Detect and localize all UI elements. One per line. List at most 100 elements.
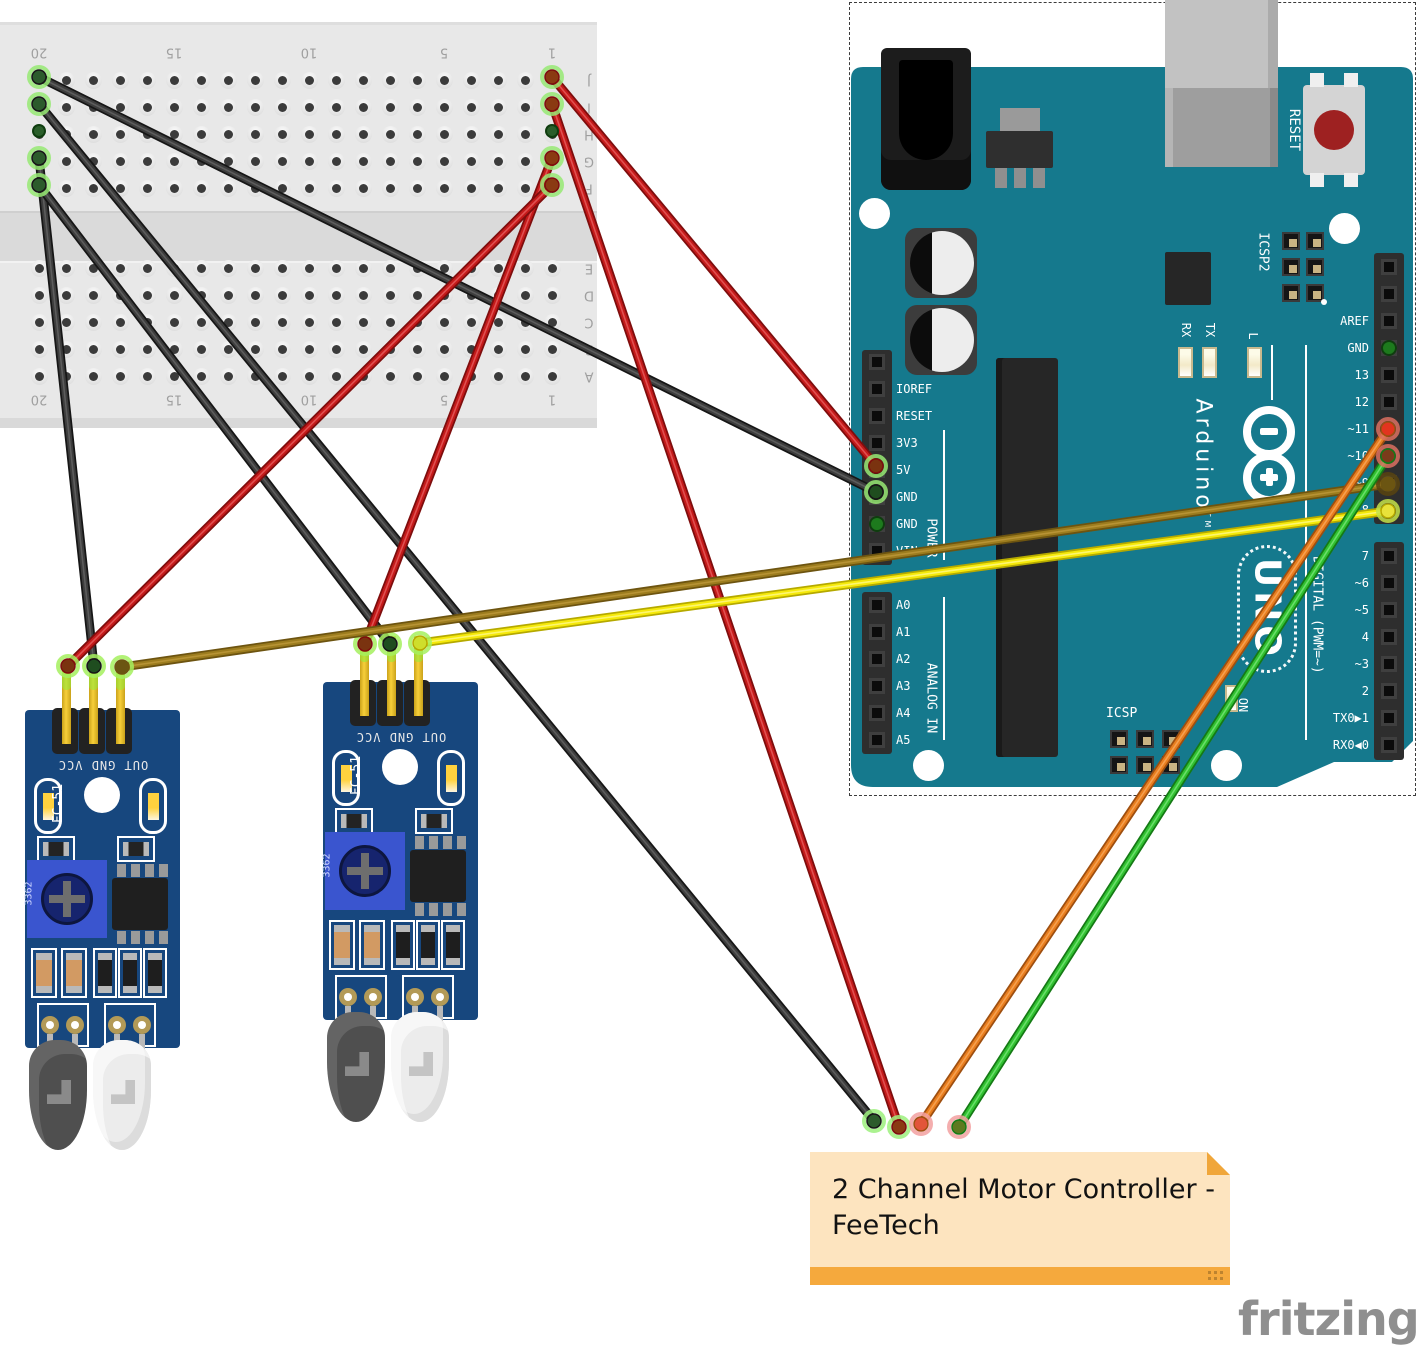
breadboard-hole[interactable] bbox=[409, 368, 426, 385]
sensor-pad[interactable] bbox=[41, 1016, 59, 1034]
breadboard-hole[interactable] bbox=[436, 314, 453, 331]
breadboard-hole[interactable] bbox=[382, 287, 399, 304]
wire-red-breadboard-to-arduino-5v[interactable] bbox=[540, 65, 888, 478]
breadboard-hole[interactable] bbox=[328, 153, 345, 170]
icsp2-pin[interactable] bbox=[1306, 232, 1324, 250]
sensor-pad[interactable] bbox=[66, 1016, 84, 1034]
sticky-note[interactable]: 2 Channel Motor Controller - FeeTech bbox=[810, 1152, 1230, 1285]
breadboard-hole[interactable] bbox=[301, 99, 318, 116]
pin-socket[interactable] bbox=[869, 705, 885, 721]
pin-socket[interactable] bbox=[869, 408, 885, 424]
breadboard-hole[interactable] bbox=[85, 368, 102, 385]
pin-socket[interactable] bbox=[1381, 394, 1397, 410]
breadboard-hole[interactable] bbox=[247, 72, 264, 89]
pin-socket[interactable] bbox=[1381, 602, 1397, 618]
breadboard-hole[interactable] bbox=[274, 287, 291, 304]
breadboard-hole[interactable] bbox=[58, 180, 75, 197]
breadboard-hole[interactable] bbox=[112, 72, 129, 89]
pin-socket[interactable] bbox=[869, 624, 885, 640]
breadboard-hole[interactable] bbox=[274, 368, 291, 385]
breadboard-hole[interactable] bbox=[409, 180, 426, 197]
pin-socket[interactable] bbox=[1381, 548, 1397, 564]
breadboard-hole[interactable] bbox=[301, 153, 318, 170]
breadboard-hole[interactable] bbox=[517, 153, 534, 170]
pin-socket[interactable] bbox=[1381, 710, 1397, 726]
sensor-pad[interactable] bbox=[133, 1016, 151, 1034]
breadboard-hole[interactable] bbox=[301, 341, 318, 358]
breadboard-hole[interactable] bbox=[193, 180, 210, 197]
breadboard-hole[interactable] bbox=[490, 126, 507, 143]
pin-socket[interactable] bbox=[869, 651, 885, 667]
wire-yellow-sensor2-out-to-pin8[interactable] bbox=[408, 499, 1400, 655]
breadboard-hole[interactable] bbox=[166, 153, 183, 170]
wire-red-breadboard-to-sensor1-vcc[interactable] bbox=[56, 173, 564, 678]
pin-socket[interactable] bbox=[1381, 575, 1397, 591]
icsp-pin[interactable] bbox=[1110, 756, 1128, 774]
wire-black-breadboard-to-motor[interactable] bbox=[27, 92, 886, 1133]
breadboard-hole[interactable] bbox=[409, 99, 426, 116]
breadboard-hole[interactable] bbox=[220, 180, 237, 197]
breadboard-hole[interactable] bbox=[247, 314, 264, 331]
breadboard-hole[interactable] bbox=[139, 341, 156, 358]
breadboard-hole[interactable] bbox=[85, 180, 102, 197]
breadboard-hole[interactable] bbox=[58, 314, 75, 331]
breadboard-hole[interactable] bbox=[139, 153, 156, 170]
breadboard-hole[interactable] bbox=[274, 72, 291, 89]
pin-socket[interactable] bbox=[869, 678, 885, 694]
breadboard-hole[interactable] bbox=[58, 153, 75, 170]
icsp-pin[interactable] bbox=[1136, 756, 1154, 774]
breadboard-hole[interactable] bbox=[463, 180, 480, 197]
breadboard-hole[interactable] bbox=[436, 341, 453, 358]
breadboard-hole[interactable] bbox=[301, 260, 318, 277]
breadboard-hole[interactable] bbox=[463, 314, 480, 331]
breadboard-hole[interactable] bbox=[301, 368, 318, 385]
breadboard-hole[interactable] bbox=[112, 153, 129, 170]
breadboard-hole[interactable] bbox=[544, 287, 561, 304]
wire-green-pin10-to-motor[interactable] bbox=[947, 444, 1400, 1139]
breadboard-hole[interactable] bbox=[58, 260, 75, 277]
sensor-pad[interactable] bbox=[108, 1016, 126, 1034]
breadboard-hole[interactable] bbox=[328, 260, 345, 277]
breadboard-hole[interactable] bbox=[220, 99, 237, 116]
breadboard-hole[interactable] bbox=[166, 314, 183, 331]
pin-socket[interactable] bbox=[1381, 683, 1397, 699]
breadboard-hole[interactable] bbox=[517, 99, 534, 116]
breadboard-hole[interactable] bbox=[544, 368, 561, 385]
breadboard-hole[interactable] bbox=[355, 126, 372, 143]
breadboard-hole[interactable] bbox=[193, 260, 210, 277]
breadboard-hole[interactable] bbox=[112, 126, 129, 143]
icsp-pin[interactable] bbox=[1110, 730, 1128, 748]
breadboard-hole[interactable] bbox=[328, 126, 345, 143]
wire-darkyellow-sensor1-out-to-pin9[interactable] bbox=[110, 472, 1400, 679]
breadboard-hole[interactable] bbox=[490, 368, 507, 385]
breadboard-hole[interactable] bbox=[463, 153, 480, 170]
icsp2-pin[interactable] bbox=[1282, 232, 1300, 250]
breadboard-hole[interactable] bbox=[382, 99, 399, 116]
breadboard-hole[interactable] bbox=[112, 260, 129, 277]
breadboard-hole[interactable] bbox=[247, 99, 264, 116]
pin-socket[interactable] bbox=[1381, 313, 1397, 329]
sensor-pad[interactable] bbox=[406, 988, 424, 1006]
reset-button-cap[interactable] bbox=[1314, 110, 1354, 150]
breadboard-hole[interactable] bbox=[112, 341, 129, 358]
breadboard-hole[interactable] bbox=[220, 368, 237, 385]
breadboard-hole[interactable] bbox=[436, 180, 453, 197]
breadboard-hole[interactable] bbox=[274, 314, 291, 331]
breadboard-hole[interactable] bbox=[436, 368, 453, 385]
breadboard-hole[interactable] bbox=[463, 126, 480, 143]
pin-socket[interactable] bbox=[869, 597, 885, 613]
breadboard-hole[interactable] bbox=[355, 287, 372, 304]
breadboard-hole[interactable] bbox=[301, 287, 318, 304]
breadboard-hole[interactable] bbox=[139, 180, 156, 197]
breadboard-hole[interactable] bbox=[517, 180, 534, 197]
breadboard-hole[interactable] bbox=[193, 126, 210, 143]
breadboard-hole[interactable] bbox=[112, 314, 129, 331]
breadboard-hole[interactable] bbox=[139, 287, 156, 304]
breadboard-hole[interactable] bbox=[382, 260, 399, 277]
breadboard-hole[interactable] bbox=[85, 72, 102, 89]
wire-red-breadboard-to-sensor2-vcc[interactable] bbox=[353, 146, 564, 656]
breadboard-hole[interactable] bbox=[490, 99, 507, 116]
icsp2-pin[interactable] bbox=[1306, 284, 1324, 302]
sensor-pin[interactable] bbox=[62, 664, 71, 744]
breadboard-hole[interactable] bbox=[328, 180, 345, 197]
